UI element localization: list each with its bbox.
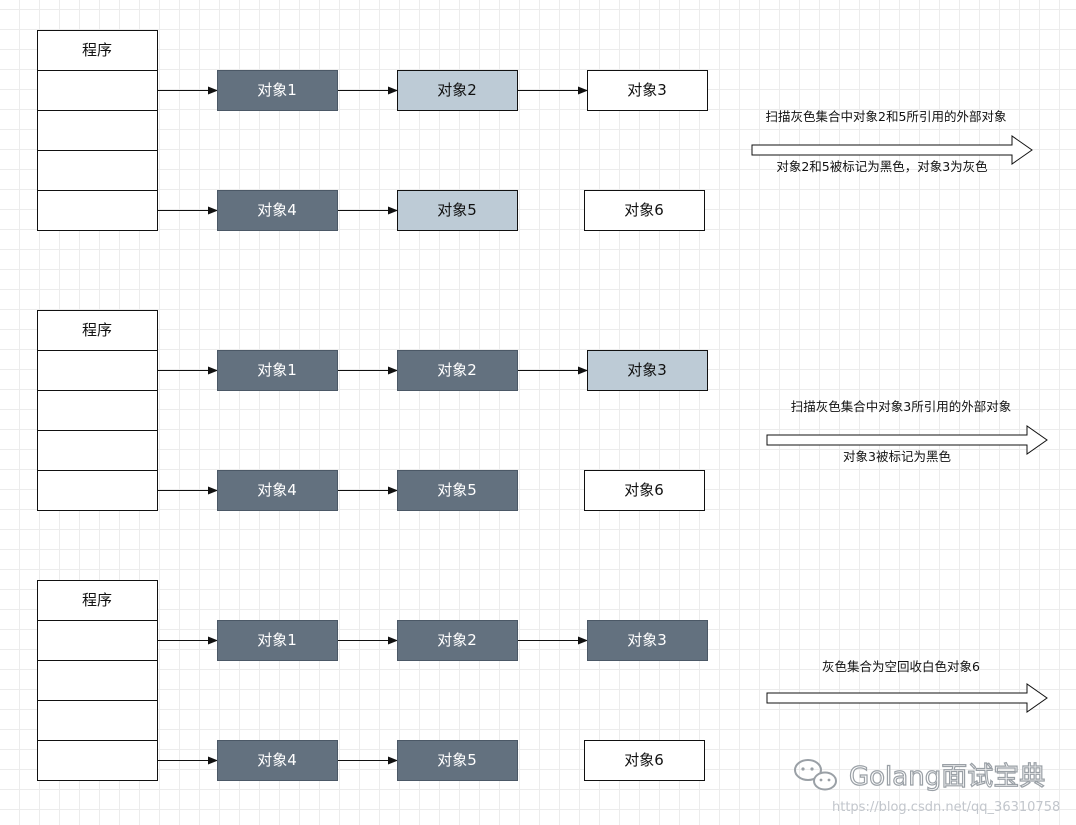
object-node: 对象1 bbox=[217, 70, 338, 111]
object-node: 对象3 bbox=[587, 620, 708, 661]
watermark: Golang面试宝典 https://blog.csdn.net/qq_3631… bbox=[794, 759, 1060, 815]
object-box-black bbox=[217, 70, 338, 111]
step-arrow-icon bbox=[766, 425, 1048, 455]
object-label: 对象6 bbox=[624, 751, 664, 769]
program-slot bbox=[37, 350, 158, 391]
object-node: 对象6 bbox=[584, 740, 705, 781]
note-top: 扫描灰色集合中对象3所引用的外部对象 bbox=[791, 399, 1011, 414]
object-label: 对象6 bbox=[624, 201, 664, 219]
watermark-brand: Golang面试宝典 bbox=[849, 762, 1045, 792]
step-annotation: 灰色集合为空回收白色对象6 bbox=[766, 659, 1048, 713]
object-node: 对象5 bbox=[397, 740, 518, 781]
program-slot bbox=[37, 110, 158, 151]
object-node: 对象5 bbox=[397, 190, 518, 231]
note-bottom: 对象3被标记为黑色 bbox=[843, 449, 951, 464]
object-box-white bbox=[584, 740, 705, 781]
object-box-black bbox=[397, 350, 518, 391]
step-arrow-icon bbox=[751, 135, 1033, 165]
object-node: 对象3 bbox=[587, 70, 708, 111]
program-header-cell bbox=[37, 580, 158, 621]
object-label: 对象1 bbox=[257, 81, 297, 99]
note-top: 扫描灰色集合中对象2和5所引用的外部对象 bbox=[766, 109, 1007, 124]
object-node: 对象1 bbox=[217, 620, 338, 661]
note-top: 灰色集合为空回收白色对象6 bbox=[822, 659, 980, 674]
object-label: 对象3 bbox=[627, 81, 667, 99]
program-slot bbox=[37, 470, 158, 511]
program-stack: 程序 bbox=[37, 310, 158, 511]
object-box-black bbox=[217, 350, 338, 391]
object-label: 对象2 bbox=[437, 81, 477, 99]
object-label: 对象4 bbox=[257, 751, 297, 769]
object-label: 对象3 bbox=[627, 631, 667, 649]
program-label: 程序 bbox=[82, 41, 112, 59]
object-box-white bbox=[587, 70, 708, 111]
object-node: 对象6 bbox=[584, 470, 705, 511]
program-stack: 程序 bbox=[37, 30, 158, 231]
program-label: 程序 bbox=[82, 321, 112, 339]
object-node: 对象1 bbox=[217, 350, 338, 391]
object-box-black bbox=[397, 470, 518, 511]
step-arrow-icon bbox=[766, 683, 1048, 713]
program-slot bbox=[37, 190, 158, 231]
object-box-black bbox=[587, 620, 708, 661]
object-label: 对象4 bbox=[257, 481, 297, 499]
object-label: 对象2 bbox=[437, 631, 477, 649]
object-node: 对象2 bbox=[397, 350, 518, 391]
object-label: 对象3 bbox=[627, 361, 667, 379]
object-label: 对象2 bbox=[437, 361, 477, 379]
object-node: 对象4 bbox=[217, 740, 338, 781]
program-slot bbox=[37, 660, 158, 701]
program-slot bbox=[37, 700, 158, 741]
object-label: 对象5 bbox=[437, 481, 477, 499]
object-box-black bbox=[397, 740, 518, 781]
object-box-black bbox=[217, 740, 338, 781]
object-node: 对象5 bbox=[397, 470, 518, 511]
program-label: 程序 bbox=[82, 591, 112, 609]
program-slot bbox=[37, 740, 158, 781]
watermark-url: https://blog.csdn.net/qq_36310758 bbox=[832, 800, 1060, 815]
program-slot bbox=[37, 150, 158, 191]
object-label: 对象6 bbox=[624, 481, 664, 499]
program-stack: 程序 bbox=[37, 580, 158, 781]
object-box-gray bbox=[397, 190, 518, 231]
wechat-icon bbox=[794, 759, 837, 791]
program-slot bbox=[37, 620, 158, 661]
object-box-black bbox=[217, 190, 338, 231]
object-box-white bbox=[584, 190, 705, 231]
object-box-black bbox=[217, 470, 338, 511]
object-node: 对象2 bbox=[397, 620, 518, 661]
object-label: 对象1 bbox=[257, 361, 297, 379]
object-box-black bbox=[217, 620, 338, 661]
object-label: 对象1 bbox=[257, 631, 297, 649]
object-label: 对象5 bbox=[437, 201, 477, 219]
object-box-black bbox=[397, 620, 518, 661]
object-box-gray bbox=[587, 350, 708, 391]
object-node: 对象4 bbox=[217, 470, 338, 511]
program-slot bbox=[37, 390, 158, 431]
object-box-white bbox=[584, 470, 705, 511]
object-label: 对象5 bbox=[437, 751, 477, 769]
object-node: 对象6 bbox=[584, 190, 705, 231]
note-bottom: 对象2和5被标记为黑色，对象3为灰色 bbox=[776, 159, 988, 174]
object-box-gray bbox=[397, 70, 518, 111]
object-node: 对象4 bbox=[217, 190, 338, 231]
object-label: 对象4 bbox=[257, 201, 297, 219]
program-header-cell bbox=[37, 30, 158, 71]
object-node: 对象2 bbox=[397, 70, 518, 111]
program-slot bbox=[37, 430, 158, 471]
program-slot bbox=[37, 70, 158, 111]
object-node: 对象3 bbox=[587, 350, 708, 391]
